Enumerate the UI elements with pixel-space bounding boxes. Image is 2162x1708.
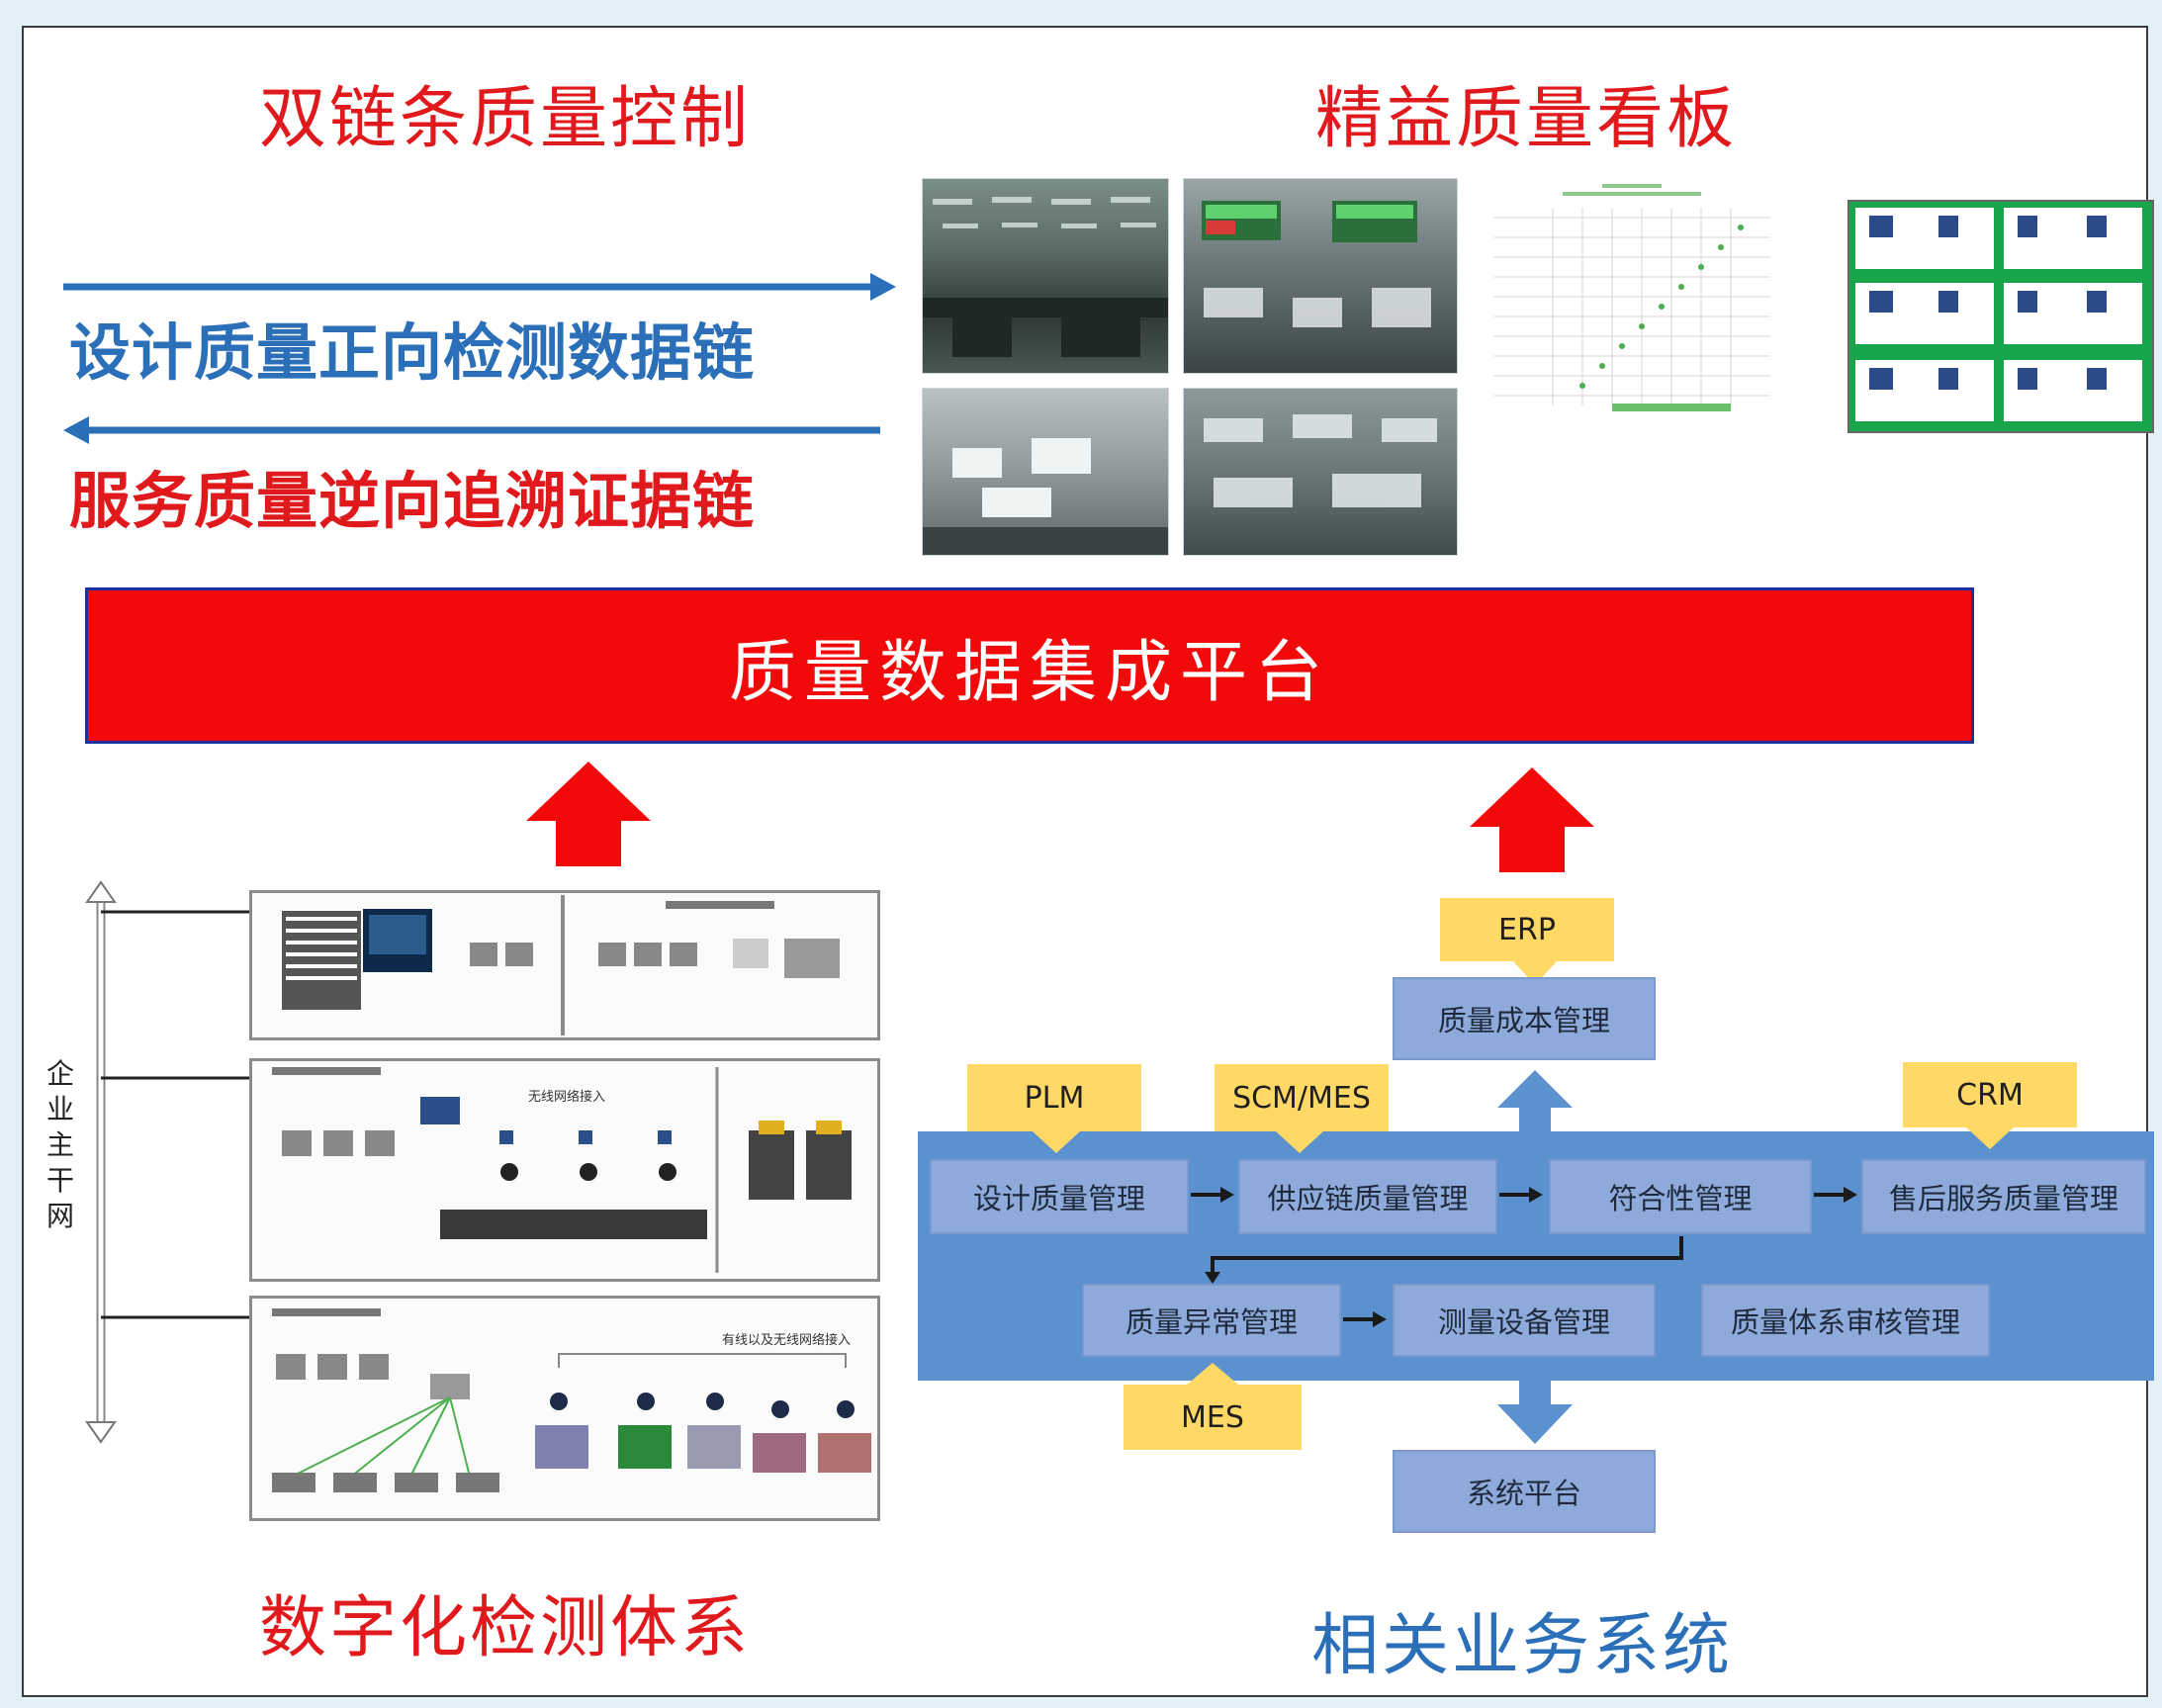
title-dual-chain: 双链条质量控制 bbox=[259, 80, 752, 158]
wireless-access-label: 无线网络接入 bbox=[528, 1090, 606, 1105]
factory-photo-2 bbox=[1183, 178, 1458, 374]
quality-spreadsheet bbox=[1484, 178, 1780, 435]
lean-board-screens bbox=[1847, 200, 2154, 433]
forward-arrow-head bbox=[870, 273, 896, 301]
box-quality-exception: 质量异常管理 bbox=[1082, 1284, 1341, 1357]
reverse-chain-label: 服务质量逆向追溯证据链 bbox=[69, 465, 756, 537]
reverse-arrow-head bbox=[63, 416, 89, 444]
backbone-label: 企业主干网 bbox=[45, 1057, 74, 1232]
box-system-platform: 系统平台 bbox=[1393, 1450, 1656, 1533]
net-panel-middle bbox=[249, 1058, 880, 1282]
net-panel-top bbox=[249, 890, 880, 1040]
tag-mes: MES bbox=[1124, 1385, 1302, 1450]
wired-wireless-access-label: 有线以及无线网络接入 bbox=[722, 1333, 852, 1348]
tag-scm-mes: SCM/MES bbox=[1215, 1064, 1389, 1131]
box-quality-audit: 质量体系审核管理 bbox=[1701, 1284, 1990, 1357]
factory-photo-1 bbox=[922, 178, 1169, 374]
box-quality-cost: 质量成本管理 bbox=[1393, 977, 1656, 1060]
title-digital-detection: 数字化检测体系 bbox=[259, 1589, 752, 1667]
factory-photo-4 bbox=[1183, 388, 1458, 556]
enterprise-backbone bbox=[85, 880, 252, 1444]
box-measure-equipment: 测量设备管理 bbox=[1393, 1284, 1656, 1357]
tag-crm: CRM bbox=[1903, 1062, 2077, 1127]
box-supply-chain-quality: 供应链质量管理 bbox=[1238, 1159, 1497, 1234]
title-lean-board: 精益质量看板 bbox=[1315, 80, 1738, 158]
net-panel-bottom bbox=[249, 1296, 880, 1521]
tag-erp: ERP bbox=[1440, 898, 1614, 961]
box-aftersale-quality: 售后服务质量管理 bbox=[1861, 1159, 2146, 1234]
up-arrow-left bbox=[526, 762, 651, 866]
factory-photo-3 bbox=[922, 388, 1169, 556]
chain-arrows bbox=[63, 273, 896, 444]
title-business-systems: 相关业务系统 bbox=[1311, 1607, 1734, 1685]
quality-data-platform: 质量数据集成平台 bbox=[85, 587, 1974, 744]
box-design-quality: 设计质量管理 bbox=[930, 1159, 1189, 1234]
box-conformance: 符合性管理 bbox=[1549, 1159, 1812, 1234]
forward-chain-label: 设计质量正向检测数据链 bbox=[69, 316, 756, 389]
up-arrow-right bbox=[1470, 767, 1594, 872]
tag-plm: PLM bbox=[967, 1064, 1141, 1131]
